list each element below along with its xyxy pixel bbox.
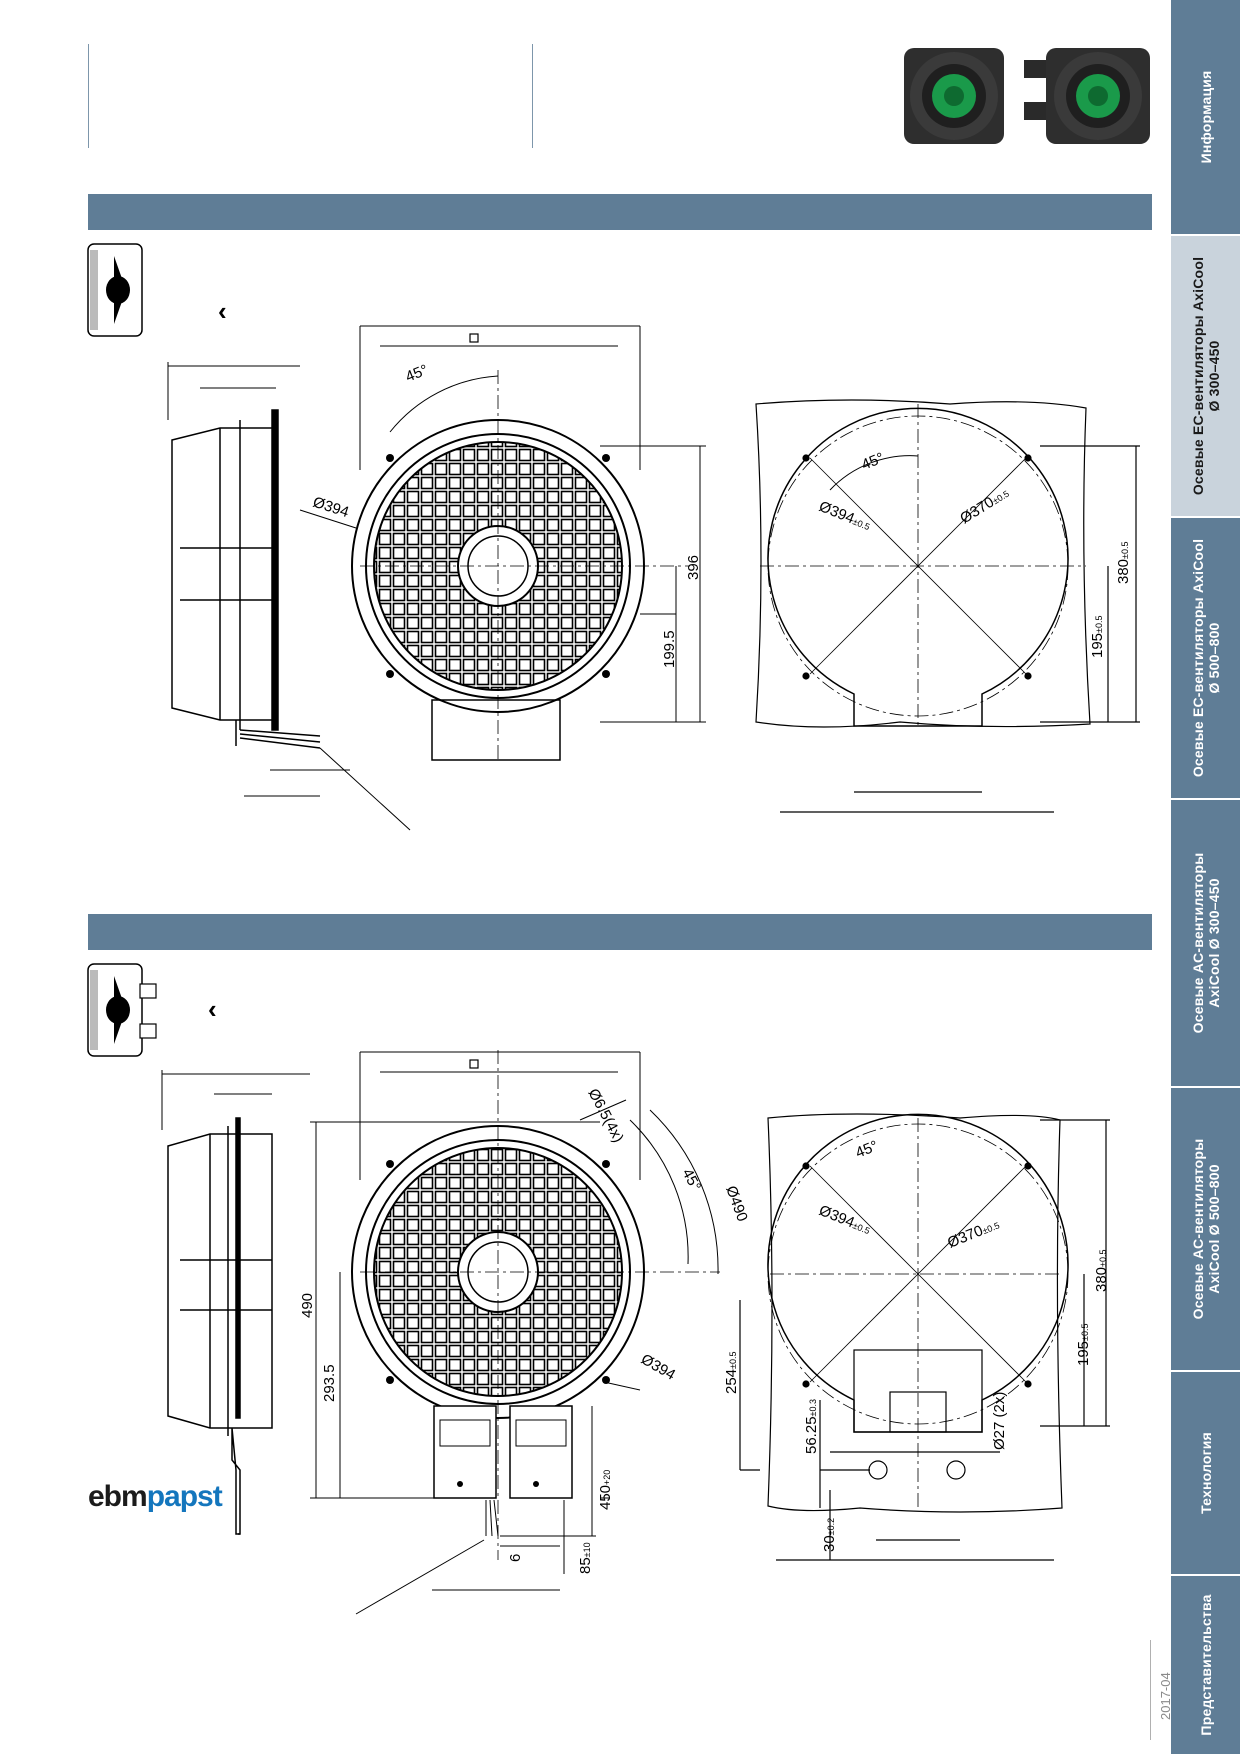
- fan-front-view-ac: [310, 1050, 720, 1615]
- sidebar-tab-ec-300-450[interactable]: Осевые EC-вентиляторы AxiCool Ø 300–450: [1171, 236, 1240, 518]
- section1-header-band: [88, 194, 1152, 230]
- d490-label: Ø490: [722, 1184, 751, 1224]
- sidebar-nav: Информация Осевые EC-вентиляторы AxiCool…: [1171, 0, 1240, 1754]
- d6-label: 6: [507, 1554, 524, 1562]
- svg-text:254±0.5: 254±0.5: [723, 1352, 740, 1394]
- logo-part2: papst: [146, 1480, 223, 1513]
- mounting-cutout: [755, 399, 1140, 813]
- svg-text:Ø394±0.5: Ø394±0.5: [817, 1202, 874, 1238]
- cutout-angle-label-ac: 45°: [853, 1137, 880, 1161]
- sidebar-tab-label: Осевые AC-вентиляторы AxiCool Ø 300–450: [1189, 852, 1222, 1034]
- fan-side-view: [167, 362, 411, 831]
- cutout-angle-label: 45°: [859, 449, 886, 473]
- header-divider-mid: [532, 44, 533, 148]
- svg-text:Ø370±0.5: Ø370±0.5: [957, 484, 1012, 527]
- svg-text:Ø394±0.5: Ø394±0.5: [817, 498, 874, 534]
- sidebar-tab-ac-300-450[interactable]: Осевые AC-вентиляторы AxiCool Ø 300–450: [1171, 800, 1240, 1088]
- header-divider-left: [88, 44, 89, 148]
- sidebar-tab-label: Осевые AC-вентиляторы AxiCool Ø 500–800: [1189, 1138, 1222, 1320]
- publication-date: 2017-04: [1158, 1672, 1173, 1720]
- fan-with-mounting-photo: [1024, 48, 1150, 144]
- sidebar-tab-info[interactable]: Информация: [1171, 0, 1240, 236]
- cutout-h195-label: 195±0.5: [1089, 616, 1106, 658]
- svg-text:380±0.5: 380±0.5: [1115, 542, 1132, 584]
- svg-text:380±0.5: 380±0.5: [1093, 1250, 1110, 1292]
- svg-text:195±0.5: 195±0.5: [1089, 616, 1106, 658]
- cutout-d370-label: Ø370±0.5: [957, 484, 1012, 528]
- cutout-d370-label-ac: Ø370±0.5: [945, 1216, 1002, 1252]
- section2-header-band: [88, 914, 1152, 950]
- svg-text:56.25±0.3: 56.25±0.3: [803, 1399, 820, 1454]
- svg-text:Ø370±0.5: Ø370±0.5: [945, 1216, 1002, 1252]
- sidebar-tab-label: Представительства: [1197, 1594, 1214, 1736]
- cutout-d27-label: Ø27 (2x): [991, 1392, 1008, 1450]
- section1-drawing: ‹: [87, 243, 1140, 831]
- fan-side-icon-ac: [87, 963, 157, 1057]
- sidebar-tab-offices[interactable]: Представительства: [1171, 1576, 1240, 1754]
- view-arrow: ‹: [208, 994, 217, 1024]
- footer-rule: [1150, 1640, 1151, 1740]
- cutout-d394-label: Ø394±0.5: [817, 498, 874, 534]
- sidebar-tab-label: Технология: [1197, 1432, 1214, 1514]
- fan-side-view-ac: [161, 1070, 310, 1535]
- front-offset-label: 199.5: [661, 630, 678, 668]
- front-height-label: 396: [685, 555, 702, 580]
- svg-text:30±0.2: 30±0.2: [821, 1518, 838, 1552]
- cutout-h56-label: 56.25±0.3: [803, 1399, 820, 1454]
- cutout-h195-label-ac: 195±0.5: [1075, 1324, 1092, 1366]
- svg-text:450+20: 450+20: [597, 1470, 614, 1510]
- sidebar-tab-technology[interactable]: Технология: [1171, 1372, 1240, 1576]
- sidebar-tab-ec-500-800[interactable]: Осевые EC-вентиляторы AxiCool Ø 500–800: [1171, 518, 1240, 800]
- sidebar-tab-ac-500-800[interactable]: Осевые AC-вентиляторы AxiCool Ø 500–800: [1171, 1088, 1240, 1372]
- brand-logo: ebmpapst: [88, 1480, 223, 1514]
- sidebar-tab-label: Информация: [1197, 70, 1214, 164]
- view-arrow: ‹: [218, 296, 227, 326]
- cutout-h30-label: 30±0.2: [821, 1518, 838, 1552]
- cutout-h254-label: 254±0.5: [723, 1352, 740, 1394]
- sidebar-tab-label: Осевые EC-вентиляторы AxiCool Ø 500–800: [1189, 538, 1222, 778]
- h293-label: 293.5: [321, 1364, 338, 1402]
- d85-label: 85±10: [577, 1542, 594, 1574]
- diameter-label-ac: Ø394: [638, 1351, 678, 1384]
- sidebar-tab-label: Осевые EC-вентиляторы AxiCool Ø 300–450: [1189, 256, 1222, 496]
- fan-front-view: [299, 325, 706, 761]
- angle-label-ac: 45°: [678, 1166, 704, 1194]
- logo-part1: ebm: [88, 1480, 148, 1513]
- front-diameter-label: Ø394: [311, 494, 351, 522]
- svg-text:85±10: 85±10: [577, 1542, 594, 1574]
- cutout-d394-label-ac: Ø394±0.5: [817, 1202, 874, 1238]
- mounting-cutout-ac: [739, 1113, 1110, 1561]
- fan-front-photo: [904, 48, 1004, 144]
- front-angle-label: 45°: [403, 361, 430, 385]
- cutout-h380-label: 380±0.5: [1115, 542, 1132, 584]
- cable-label: 450+20: [597, 1470, 614, 1510]
- svg-text:195±0.5: 195±0.5: [1075, 1324, 1092, 1366]
- fan-side-icon: [87, 243, 143, 337]
- section2-drawing: ‹: [87, 963, 1110, 1615]
- height490-label: 490: [299, 1293, 316, 1318]
- product-photos: [904, 48, 1150, 144]
- cutout-h380-label-ac: 380±0.5: [1093, 1250, 1110, 1292]
